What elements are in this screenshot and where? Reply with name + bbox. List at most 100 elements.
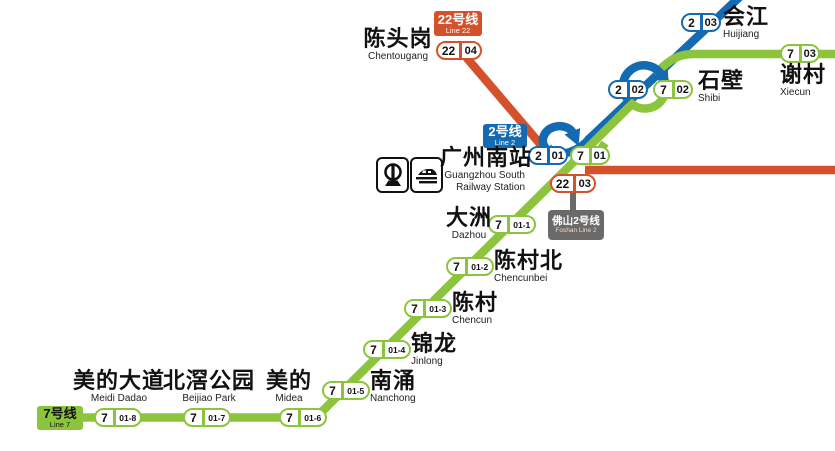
badge-line-number: 7 (495, 217, 502, 232)
high-speed-rail-icon (410, 157, 443, 193)
station-name-en: Nanchong (370, 393, 416, 404)
badge-divider (589, 148, 592, 163)
badge-station-code: 01-7 (208, 412, 226, 423)
station-name-zh: 美的大道 (73, 368, 166, 393)
badge-line-number: 22 (555, 176, 570, 191)
line7-label-zh: 7号线 (43, 406, 77, 422)
badge-gzsouth-22-03: 22 03 (550, 174, 596, 193)
foshan-line2-label-chip: 佛山2号线 Foshan Line 2 (548, 210, 604, 240)
station-label-dazhou: 大洲 Dazhou (441, 207, 497, 241)
badge-chencunbei-7-01-2: 7 01-2 (446, 257, 494, 276)
station-label-midea: 美的 Midea (261, 370, 317, 404)
badge-divider (627, 82, 630, 97)
badge-chencun-7-01-3: 7 01-3 (404, 299, 452, 318)
badge-line-number: 7 (453, 259, 460, 274)
badge-divider (341, 383, 344, 398)
badge-line-number: 7 (101, 410, 108, 425)
badge-line-number: 2 (535, 148, 542, 163)
badge-station-code: 03 (704, 16, 717, 29)
china-railway-icon (376, 157, 409, 193)
badge-station-code: 01 (551, 149, 564, 162)
badge-shibi-7-02: 7 02 (653, 80, 693, 99)
station-name-en: Chentougang (367, 51, 429, 62)
station-label-chencunbei: 陈村北 Chencunbei (494, 250, 563, 284)
station-label-meidi-dadao: 美的大道 Meidi Dadao (73, 370, 165, 404)
badge-station-code: 01-3 (429, 303, 447, 314)
line22-label-zh: 22号线 (437, 11, 479, 27)
station-name-zh: 北滘公园 (163, 368, 256, 393)
station-name-zh: 广州南站 (440, 145, 533, 170)
badge-dazhou-7-01-1: 7 01-1 (488, 215, 536, 234)
station-label-chentougang: 陈头岗 Chentougang (352, 28, 444, 62)
line7-label-en: Line 7 (49, 420, 71, 430)
badge-line-number: 7 (787, 46, 794, 61)
badge-divider (799, 46, 802, 61)
badge-line-number: 7 (190, 410, 197, 425)
badge-gzsouth-2-01: 2 01 (528, 146, 568, 165)
line2-label-chip: 2号线 Line 2 (483, 124, 527, 148)
station-name-en: Jinlong (411, 356, 443, 367)
badge-line-number: 7 (329, 383, 336, 398)
station-label-nanchong: 南涌 Nanchong (370, 370, 416, 404)
badge-divider (298, 410, 301, 425)
badge-line-number: 22 (441, 43, 456, 58)
badge-station-code: 03 (578, 177, 591, 190)
badge-divider (507, 217, 510, 232)
station-name-en2: Railway Station (456, 182, 525, 193)
station-label-beijiao-park: 北滘公园 Beijiao Park (163, 370, 255, 404)
station-name-en: Dazhou (451, 230, 487, 241)
badge-station-code: 01-5 (347, 385, 365, 396)
badge-divider (113, 410, 116, 425)
station-name-zh: 陈村北 (494, 248, 564, 273)
line7-label-chip: 7号线 Line 7 (37, 406, 83, 430)
station-name-zh: 陈村 (452, 290, 499, 315)
badge-divider (423, 301, 426, 316)
station-name-en: Huijiang (723, 29, 760, 40)
station-name-zh: 谢村 (780, 62, 827, 87)
badge-divider (459, 43, 462, 58)
badge-line-number: 2 (615, 82, 622, 97)
badge-divider (700, 15, 703, 30)
station-name-zh: 石壁 (698, 68, 745, 93)
badge-station-code: 01 (593, 149, 606, 162)
station-name-en: Xiecun (780, 87, 811, 98)
badge-line-number: 7 (577, 148, 584, 163)
badge-meididadao-7-01-8: 7 01-8 (94, 408, 142, 427)
badge-nanchong-7-01-5: 7 01-5 (322, 381, 370, 400)
station-name-en: Shibi (698, 93, 721, 104)
badge-beijiaopark-7-01-7: 7 01-7 (183, 408, 231, 427)
station-name-zh: 会江 (723, 4, 770, 29)
badge-station-code: 02 (676, 83, 689, 96)
station-label-chencun: 陈村 Chencun (452, 292, 498, 326)
line2-label-zh: 2号线 (488, 124, 522, 140)
station-label-shibi: 石壁 Shibi (698, 70, 744, 104)
badge-divider (573, 176, 576, 191)
line22-diagonal-segment (462, 54, 556, 162)
station-name-en: Meidi Dadao (90, 393, 148, 404)
badge-station-code: 04 (464, 44, 477, 57)
badge-station-code: 01-8 (119, 412, 137, 423)
badge-line-number: 7 (286, 410, 293, 425)
station-name-en: Beijiao Park (182, 393, 236, 404)
station-name-zh: 大洲 (445, 205, 492, 230)
station-name-en: Midea (275, 393, 303, 404)
badge-jinlong-7-01-4: 7 01-4 (363, 340, 411, 359)
badge-line-number: 7 (660, 82, 667, 97)
badge-station-code: 02 (631, 83, 644, 96)
badge-divider (672, 82, 675, 97)
badge-divider (465, 259, 468, 274)
station-label-jinlong: 锦龙 Jinlong (411, 333, 457, 367)
foshan-line2-label-en: Foshan Line 2 (555, 226, 597, 234)
badge-midea-7-01-6: 7 01-6 (279, 408, 327, 427)
badge-huijiang-2-03: 2 03 (681, 13, 721, 32)
badge-line-number: 7 (370, 342, 377, 357)
station-name-zh: 陈头岗 (363, 26, 433, 51)
station-label-xiecun: 谢村 Xiecun (780, 64, 826, 98)
station-name-zh: 美的 (265, 368, 312, 393)
badge-station-code: 03 (803, 47, 816, 60)
station-name-en: Guangzhou South (444, 170, 525, 181)
badge-gzsouth-7-01: 7 01 (570, 146, 610, 165)
station-name-zh: 锦龙 (411, 331, 458, 356)
badge-station-code: 01-1 (513, 219, 531, 230)
